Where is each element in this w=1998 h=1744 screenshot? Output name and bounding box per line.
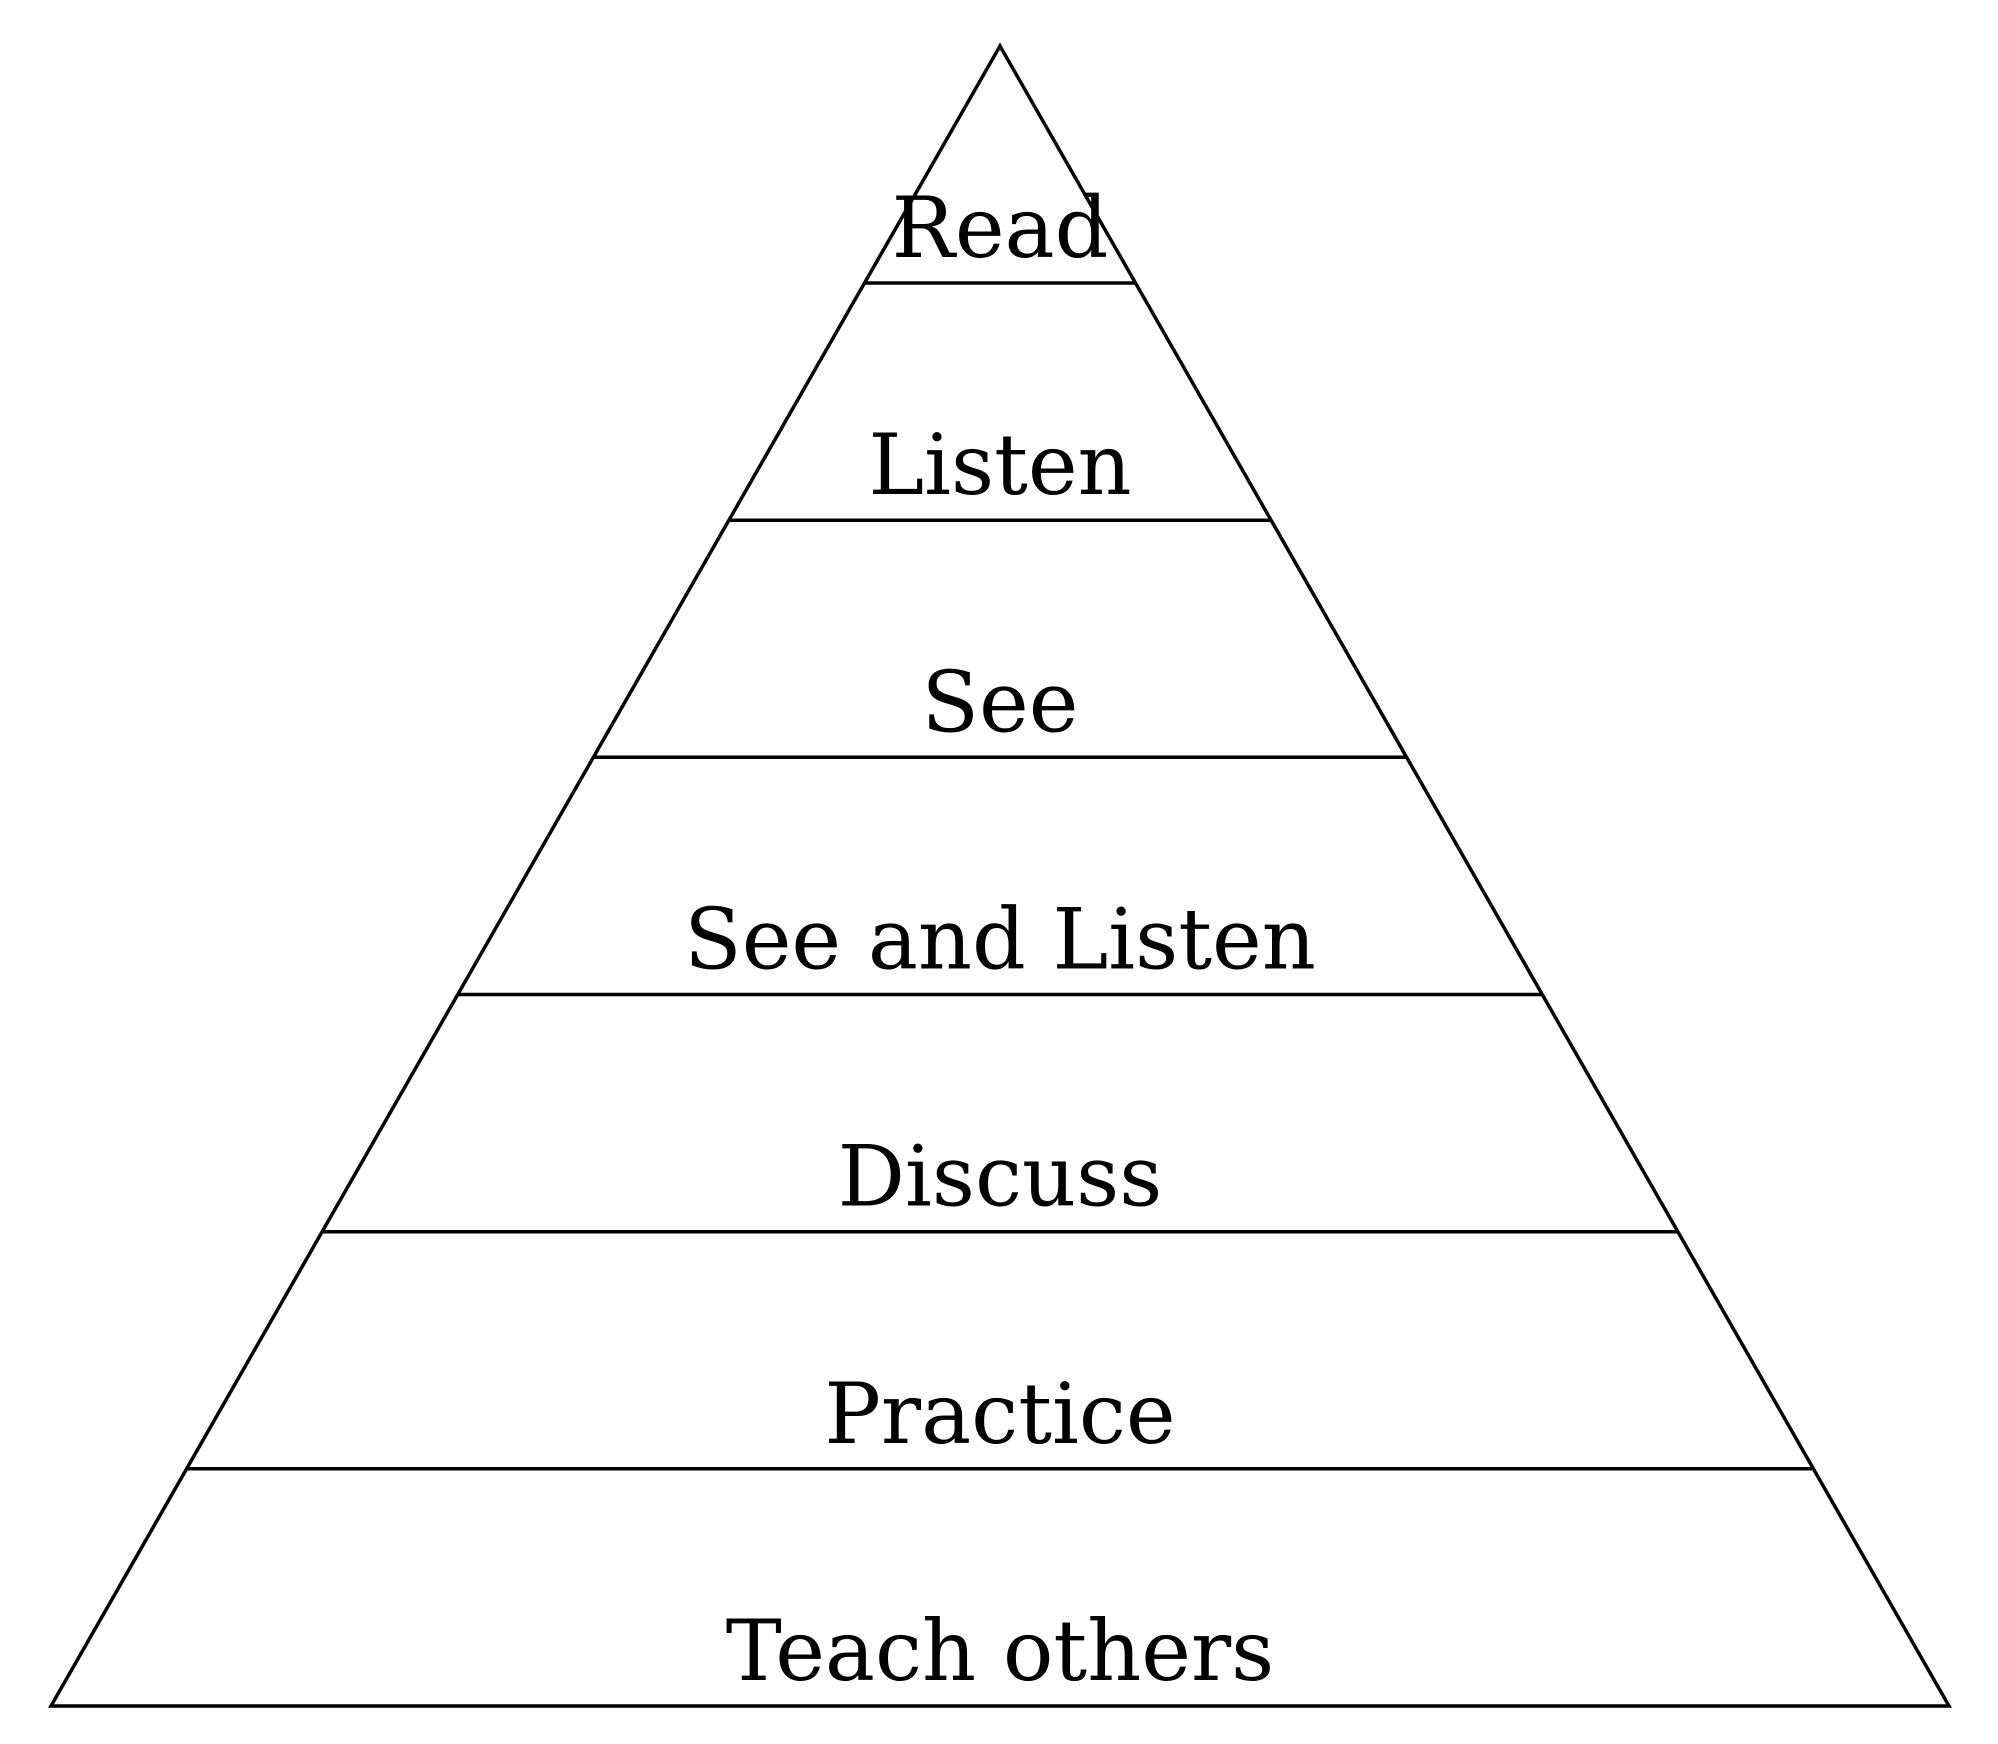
pyramid-outline bbox=[47, 42, 1953, 1708]
level-label: See bbox=[922, 653, 1079, 751]
level-dividers bbox=[186, 281, 1814, 1471]
level-label: Teach others bbox=[726, 1602, 1275, 1700]
level-label: Discuss bbox=[838, 1128, 1163, 1226]
level-label: Read bbox=[892, 179, 1109, 277]
level-label: Listen bbox=[868, 416, 1131, 514]
level-label: Practice bbox=[824, 1365, 1175, 1463]
level-label: See and Listen bbox=[684, 891, 1316, 989]
